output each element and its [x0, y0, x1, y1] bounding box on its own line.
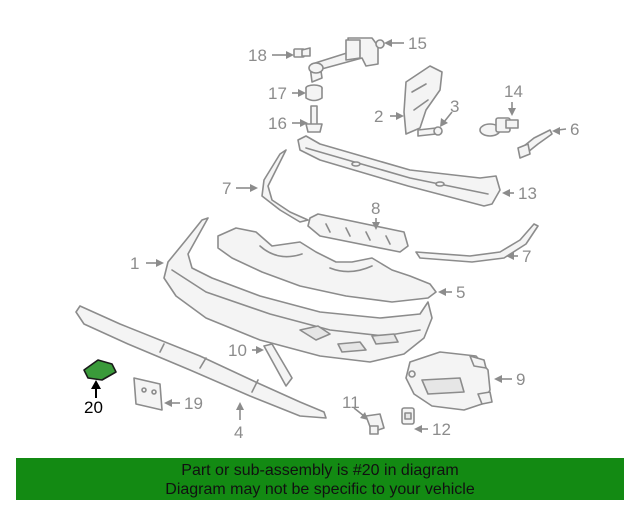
- callout-17: 17: [268, 84, 287, 103]
- callout-12: 12: [432, 420, 451, 439]
- part-11-clip: [365, 413, 385, 435]
- callout-8: 8: [371, 199, 380, 218]
- part-16-bolt: [305, 105, 323, 133]
- parts-diagram: 1 2 3 4 5 6 7 7 8 9 10 11 12 13 14 15 16…: [75, 34, 579, 442]
- part-14-clip: [479, 117, 519, 137]
- part-7-right-molding: [415, 223, 539, 263]
- part-10-bracket: [263, 343, 293, 387]
- part-17-spacer: [305, 84, 323, 102]
- part-7-left-molding: [261, 149, 309, 223]
- leader-lines: [91, 39, 567, 433]
- part-18-bolt: [293, 47, 311, 58]
- callout-20-highlighted: 20: [84, 398, 103, 417]
- callout-10: 10: [228, 341, 247, 360]
- part-9-bezel: [405, 351, 493, 411]
- banner-line-2: Diagram may not be specific to your vehi…: [165, 481, 475, 498]
- callout-6: 6: [570, 120, 579, 139]
- part-6-retainer: [517, 129, 553, 159]
- callout-7-right: 7: [522, 247, 531, 266]
- callout-7-left: 7: [222, 179, 231, 198]
- part-5-reinforcement: [217, 227, 437, 303]
- callout-16: 16: [268, 114, 287, 133]
- callout-19: 19: [184, 394, 203, 413]
- callout-9: 9: [516, 370, 525, 389]
- part-4-valance: [75, 305, 327, 419]
- part-12-nut: [401, 407, 415, 425]
- part-3-screw: [417, 126, 443, 137]
- part-2-bracket: [403, 65, 443, 135]
- callout-3: 3: [450, 97, 459, 116]
- part-19-plate-bracket: [133, 377, 163, 411]
- callout-4: 4: [234, 423, 243, 442]
- part-8-insert: [307, 213, 409, 253]
- banner-line-1: Part or sub-assembly is #20 in diagram: [181, 462, 459, 479]
- callout-2: 2: [374, 107, 383, 126]
- part-15-bracket: [308, 37, 385, 83]
- callout-1: 1: [130, 254, 139, 273]
- part-1-bumper-cover: [163, 217, 433, 363]
- part-13-impact-bar: [297, 135, 501, 207]
- callout-15: 15: [408, 34, 427, 53]
- callout-13: 13: [518, 184, 537, 203]
- callout-5: 5: [456, 283, 465, 302]
- callout-labels: 1 2 3 4 5 6 7 7 8 9 10 11 12 13 14 15 16…: [84, 34, 579, 442]
- part-20-highlighted: [83, 359, 117, 381]
- callout-11: 11: [342, 393, 360, 412]
- callout-18: 18: [248, 46, 267, 65]
- callout-14: 14: [504, 82, 523, 101]
- info-banner: Part or sub-assembly is #20 in diagram D…: [16, 458, 624, 500]
